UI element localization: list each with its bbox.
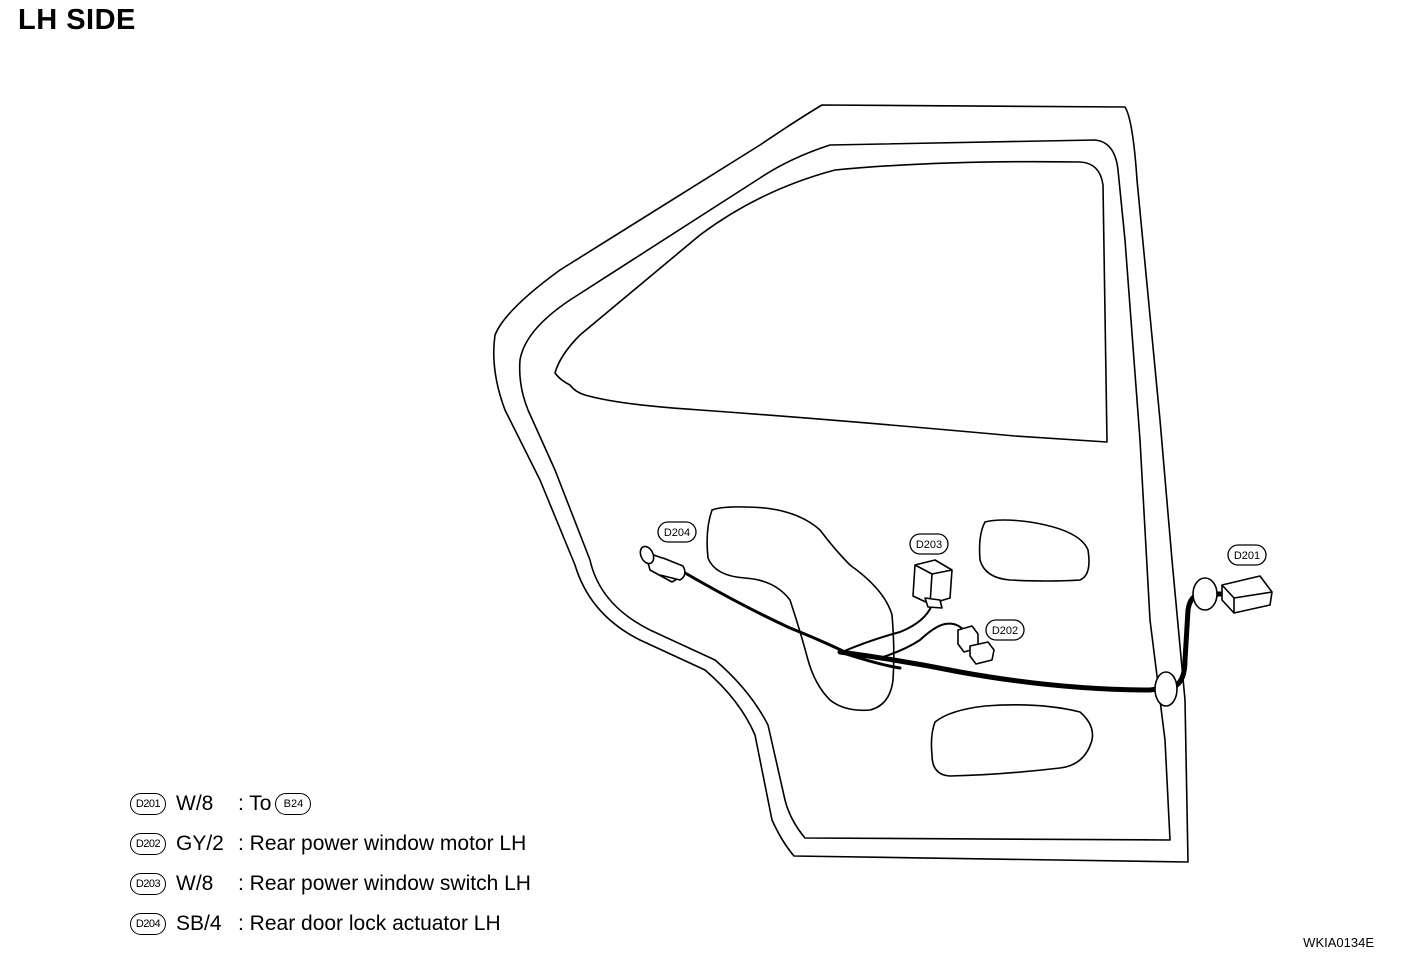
access-hole-lower [930, 704, 1094, 777]
connector-d202-body [957, 625, 995, 665]
connector-d201-body [1221, 575, 1273, 614]
connector-ref-tag: B24 [275, 793, 312, 815]
connector-legend: D201 W/8 : To B24 D202 GY/2 : Rear power… [130, 784, 531, 944]
connector-tag: D203 [130, 873, 166, 895]
legend-row-d204: D204 SB/4 : Rear door lock actuator LH [130, 904, 531, 944]
description-text: : To [238, 792, 272, 815]
grommet-lower [1154, 671, 1178, 707]
svg-text:D202: D202 [992, 625, 1018, 637]
window-opening [554, 160, 1108, 443]
door-outer-outline [492, 104, 1189, 863]
door-inner-outline [518, 139, 1171, 841]
wire-spec: GY/2 [176, 832, 224, 855]
svg-text:D203: D203 [916, 539, 942, 551]
connector-tag: D204 [130, 913, 166, 935]
description-text: : Rear door lock actuator LH [238, 912, 501, 935]
description-text: : Rear power window switch LH [238, 872, 531, 895]
wire-spec: W/8 [176, 792, 214, 815]
harness-d201-branch [1167, 591, 1228, 691]
wire-spec: SB/4 [176, 912, 222, 935]
access-hole-upper [978, 519, 1090, 582]
harness-d204-branch [678, 568, 847, 654]
page-title: LH SIDE [18, 4, 136, 36]
label-d202: D202 [985, 619, 1025, 641]
main-harness [837, 649, 1168, 693]
legend-row-d203: D203 W/8 : Rear power window switch LH [130, 864, 531, 904]
legend-row-d202: D202 GY/2 : Rear power window motor LH [130, 824, 531, 864]
wire-spec: W/8 [176, 872, 214, 895]
label-d204: D204 [657, 521, 697, 543]
label-d203: D203 [909, 533, 949, 555]
diagram-code: WKIA0134E [1303, 935, 1374, 950]
access-hole-front [706, 506, 895, 712]
harness-d202-branch [879, 622, 966, 659]
harness-d203-branch [841, 604, 933, 653]
legend-row-d201: D201 W/8 : To B24 [130, 784, 531, 824]
connector-d203-body [912, 559, 953, 609]
connector-description: : To B24 [238, 792, 312, 816]
connector-tag: D202 [130, 833, 166, 855]
connector-tag: D201 [130, 793, 166, 815]
grommet-upper [1192, 577, 1218, 611]
label-d201: D201 [1227, 544, 1267, 566]
connector-d204-body [639, 545, 686, 583]
svg-text:D204: D204 [664, 527, 690, 539]
svg-text:D201: D201 [1234, 550, 1260, 562]
description-text: : Rear power window motor LH [238, 832, 527, 855]
